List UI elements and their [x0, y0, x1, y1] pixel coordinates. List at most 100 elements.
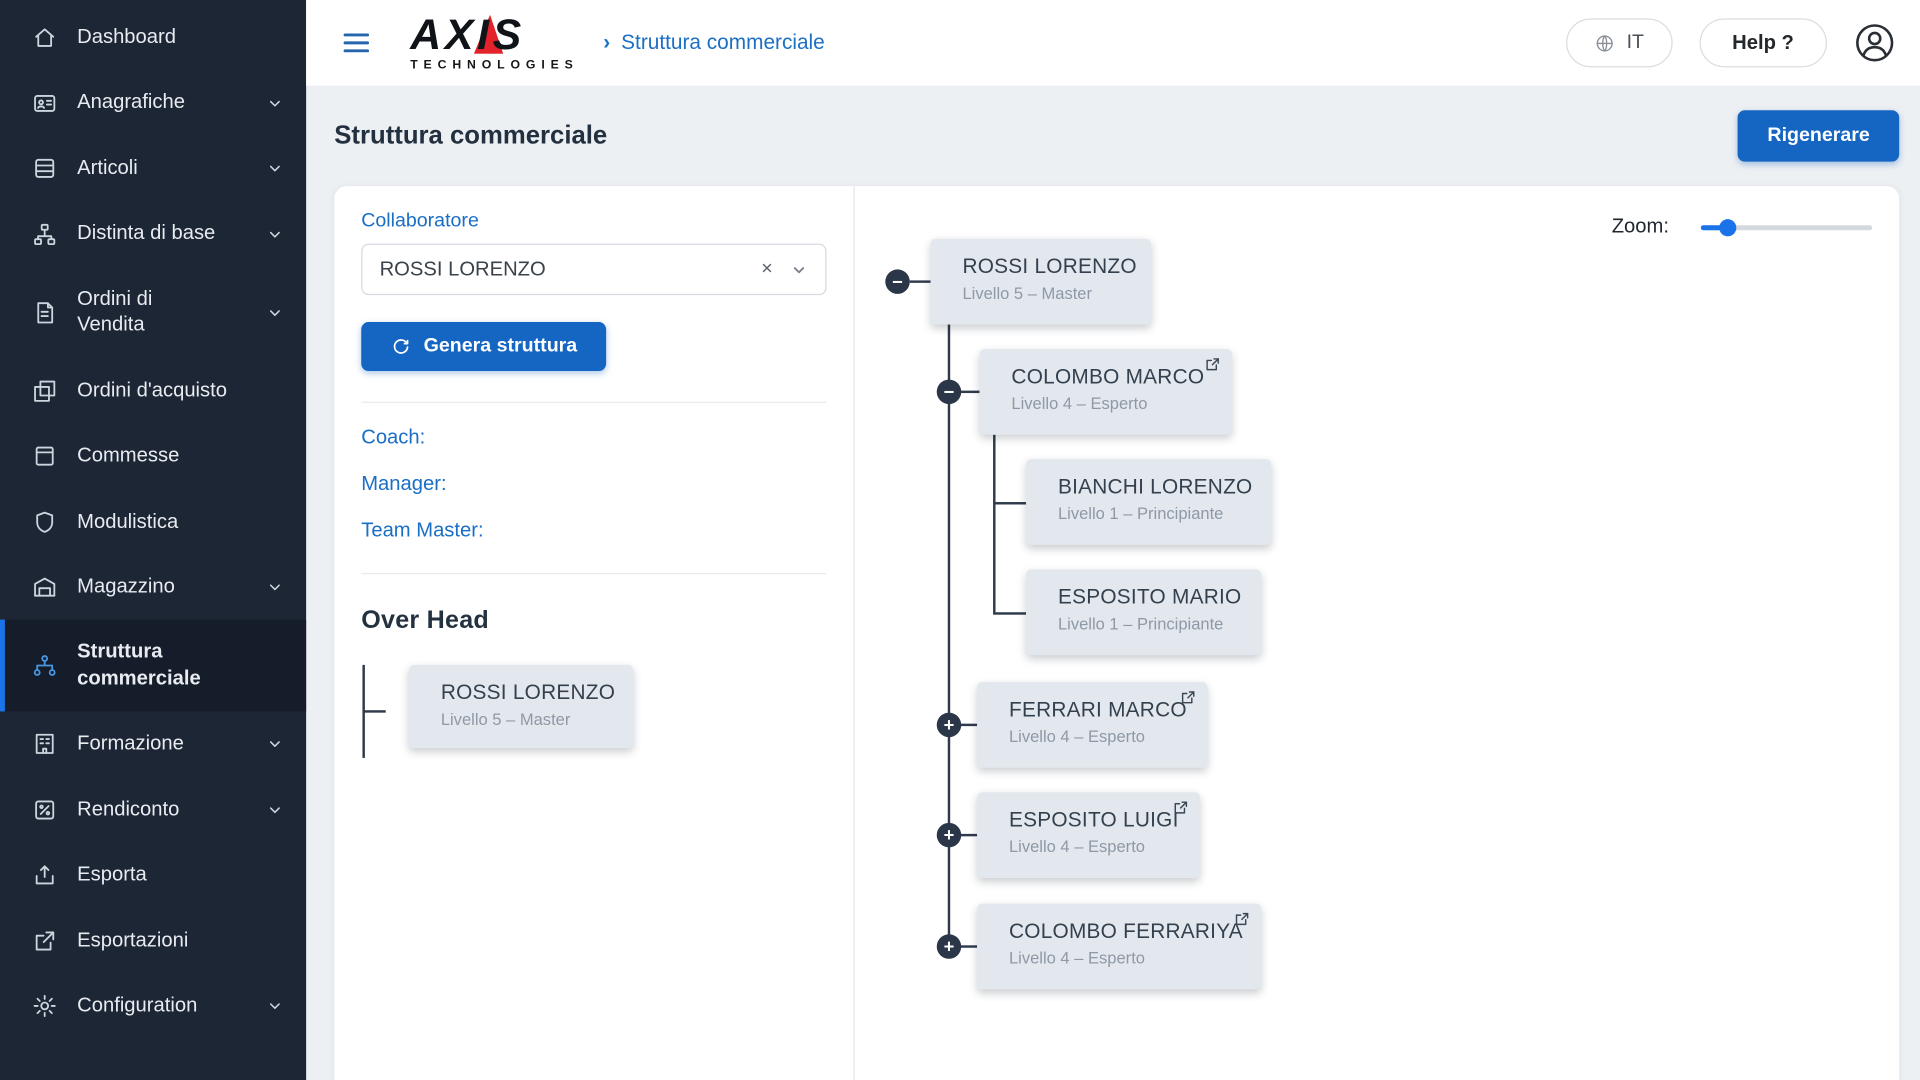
tree-node[interactable]: ESPOSITO LUIGI Livello 4 – Esperto [977, 792, 1200, 878]
tree-node-name: COLOMBO FERRARIYA [1008, 919, 1243, 943]
sidebar-item-formazione[interactable]: Formazione [0, 712, 306, 777]
menu-icon[interactable] [340, 27, 372, 59]
sidebar-item-label: Ordini di Vendita [77, 287, 153, 336]
language-button[interactable]: IT [1566, 18, 1673, 68]
main-area: AXIS TECHNOLOGIES › Struttura commercial… [306, 0, 1920, 1080]
language-label: IT [1626, 31, 1644, 53]
sidebar-item-distinta-di-base[interactable]: Distinta di base [0, 201, 306, 266]
coach-link[interactable]: Coach: [361, 426, 426, 449]
tree-node[interactable]: BIANCHI LORENZO Livello 1 – Principiante [1026, 459, 1272, 545]
open-in-new-icon[interactable] [1172, 798, 1190, 816]
zoom-slider-fill [1700, 224, 1728, 230]
training-icon [32, 732, 58, 758]
zoom-slider-track[interactable] [1700, 224, 1873, 230]
export-icon [32, 862, 58, 888]
sidebar-item-modulistica[interactable]: Modulistica [0, 489, 306, 554]
expand-toggle[interactable]: + [936, 934, 962, 959]
collapse-toggle[interactable]: − [936, 379, 962, 405]
collaborator-select[interactable]: ROSSI LORENZO × [361, 243, 827, 296]
logo-text: AXIS [410, 11, 525, 59]
sidebar-item-struttura-commerciale[interactable]: Struttura commerciale [0, 620, 307, 712]
sidebar-item-articoli[interactable]: Articoli [0, 136, 306, 201]
chevron-down-icon [266, 159, 284, 177]
tree-connector-horizontal [950, 945, 978, 948]
sidebar-item-ordini-dacquisto[interactable]: Ordini d'acquisto [0, 358, 306, 423]
help-button[interactable]: Help ? [1699, 18, 1827, 68]
page-content: Struttura commerciale Rigenerare Collabo… [306, 86, 1920, 1080]
sidebar-item-configuration[interactable]: Configuration [0, 973, 306, 1038]
open-in-new-icon[interactable] [1179, 688, 1197, 706]
sidebar-item-ordini-di-vendita[interactable]: Ordini di Vendita [0, 267, 306, 359]
zoom-slider[interactable] [1700, 217, 1873, 237]
external-export-icon [32, 928, 58, 954]
tree-connector-vertical [947, 324, 951, 947]
sidebar-item-label: Anagrafiche [77, 91, 185, 114]
open-in-new-icon[interactable] [1233, 910, 1251, 928]
sidebar-item-label: Formazione [77, 732, 184, 755]
breadcrumb-separator: › [603, 30, 611, 54]
tree-node[interactable]: ESPOSITO MARIO Livello 1 – Principiante [1026, 569, 1262, 656]
page-title: Struttura commerciale [334, 121, 608, 150]
tree-node-name: ROSSI LORENZO [962, 254, 1137, 278]
sidebar-item-label: Esporta [77, 863, 147, 886]
topbar: AXIS TECHNOLOGIES › Struttura commercial… [306, 0, 1920, 86]
sidebar-item-esporta[interactable]: Esporta [0, 843, 306, 908]
team-master-link[interactable]: Team Master: [361, 519, 484, 542]
generate-structure-button[interactable]: Genera struttura [361, 322, 607, 372]
zoom-label: Zoom: [1611, 215, 1669, 238]
breadcrumb[interactable]: › Struttura commerciale [603, 31, 825, 55]
tree-node-level: Livello 5 – Master [962, 284, 1093, 303]
avatar[interactable] [1854, 22, 1896, 64]
sidebar-item-anagrafiche[interactable]: Anagrafiche [0, 70, 306, 135]
gear-icon [32, 993, 58, 1019]
expand-toggle[interactable]: + [936, 712, 962, 738]
purchase-order-icon [32, 378, 58, 404]
sidebar-item-commesse[interactable]: Commesse [0, 424, 306, 489]
generate-structure-label: Genera struttura [423, 335, 578, 357]
overhead-node[interactable]: ROSSI LORENZO Livello 5 – Master [408, 664, 634, 749]
regenerate-button[interactable]: Rigenerare [1738, 110, 1900, 162]
tree-node[interactable]: ROSSI LORENZO Livello 5 – Master [930, 238, 1152, 325]
tree-node[interactable]: COLOMBO MARCO Livello 4 – Esperto [979, 348, 1232, 435]
tree-node-level: Livello 4 – Esperto [1011, 394, 1148, 413]
zoom-control: Zoom: [1612, 216, 1873, 239]
tree-node-name: ESPOSITO LUIGI [1008, 808, 1179, 832]
open-in-new-icon[interactable] [1204, 355, 1222, 373]
chevron-down-icon [266, 94, 284, 112]
tree-node-level: Livello 4 – Esperto [1008, 948, 1145, 968]
collapse-toggle[interactable]: − [885, 269, 910, 294]
tree-area: Zoom: [855, 186, 1899, 1080]
tree-connector-horizontal [950, 390, 980, 394]
tree-node[interactable]: COLOMBO FERRARIYA Livello 4 – Esperto [977, 903, 1262, 990]
logo-subtext: TECHNOLOGIES [410, 58, 579, 73]
tree-node[interactable]: FERRARI MARCO Livello 4 – Esperto [977, 682, 1208, 768]
chevron-down-icon [266, 578, 284, 596]
sidebar-item-label: Ordini d'acquisto [77, 379, 228, 402]
sidebar-item-rendiconto[interactable]: Rendiconto [0, 777, 306, 842]
zoom-slider-thumb[interactable] [1719, 218, 1737, 236]
tree-node-name: FERRARI MARCO [1008, 697, 1187, 722]
stack-icon [32, 156, 58, 182]
manager-link[interactable]: Manager: [361, 472, 447, 495]
tree-node-name: ESPOSITO MARIO [1057, 585, 1242, 609]
tree-connector-horizontal [950, 833, 978, 837]
percent-report-icon [32, 797, 58, 823]
expand-toggle[interactable]: + [936, 822, 962, 848]
sidebar-item-label: Struttura commerciale [77, 640, 201, 690]
tree-node-level: Livello 4 – Esperto [1008, 837, 1145, 856]
sidebar-item-label: Rendiconto [77, 797, 180, 821]
clear-icon[interactable]: × [761, 258, 773, 280]
sidebar-item-magazzino[interactable]: Magazzino [0, 555, 306, 620]
clipboard-icon [32, 444, 58, 470]
sidebar-item-label: Magazzino [77, 575, 175, 598]
axis-logo: AXIS TECHNOLOGIES [410, 13, 579, 72]
sidebar-item-label: Configuration [77, 994, 198, 1017]
id-card-icon [32, 90, 58, 116]
sales-order-icon [32, 300, 58, 326]
warehouse-icon [32, 574, 58, 600]
caret-down-icon[interactable] [790, 260, 808, 278]
sidebar-item-dashboard[interactable]: Dashboard [0, 5, 306, 70]
sidebar-item-esportazioni[interactable]: Esportazioni [0, 908, 306, 973]
sidebar-item-label: Modulistica [77, 510, 179, 533]
